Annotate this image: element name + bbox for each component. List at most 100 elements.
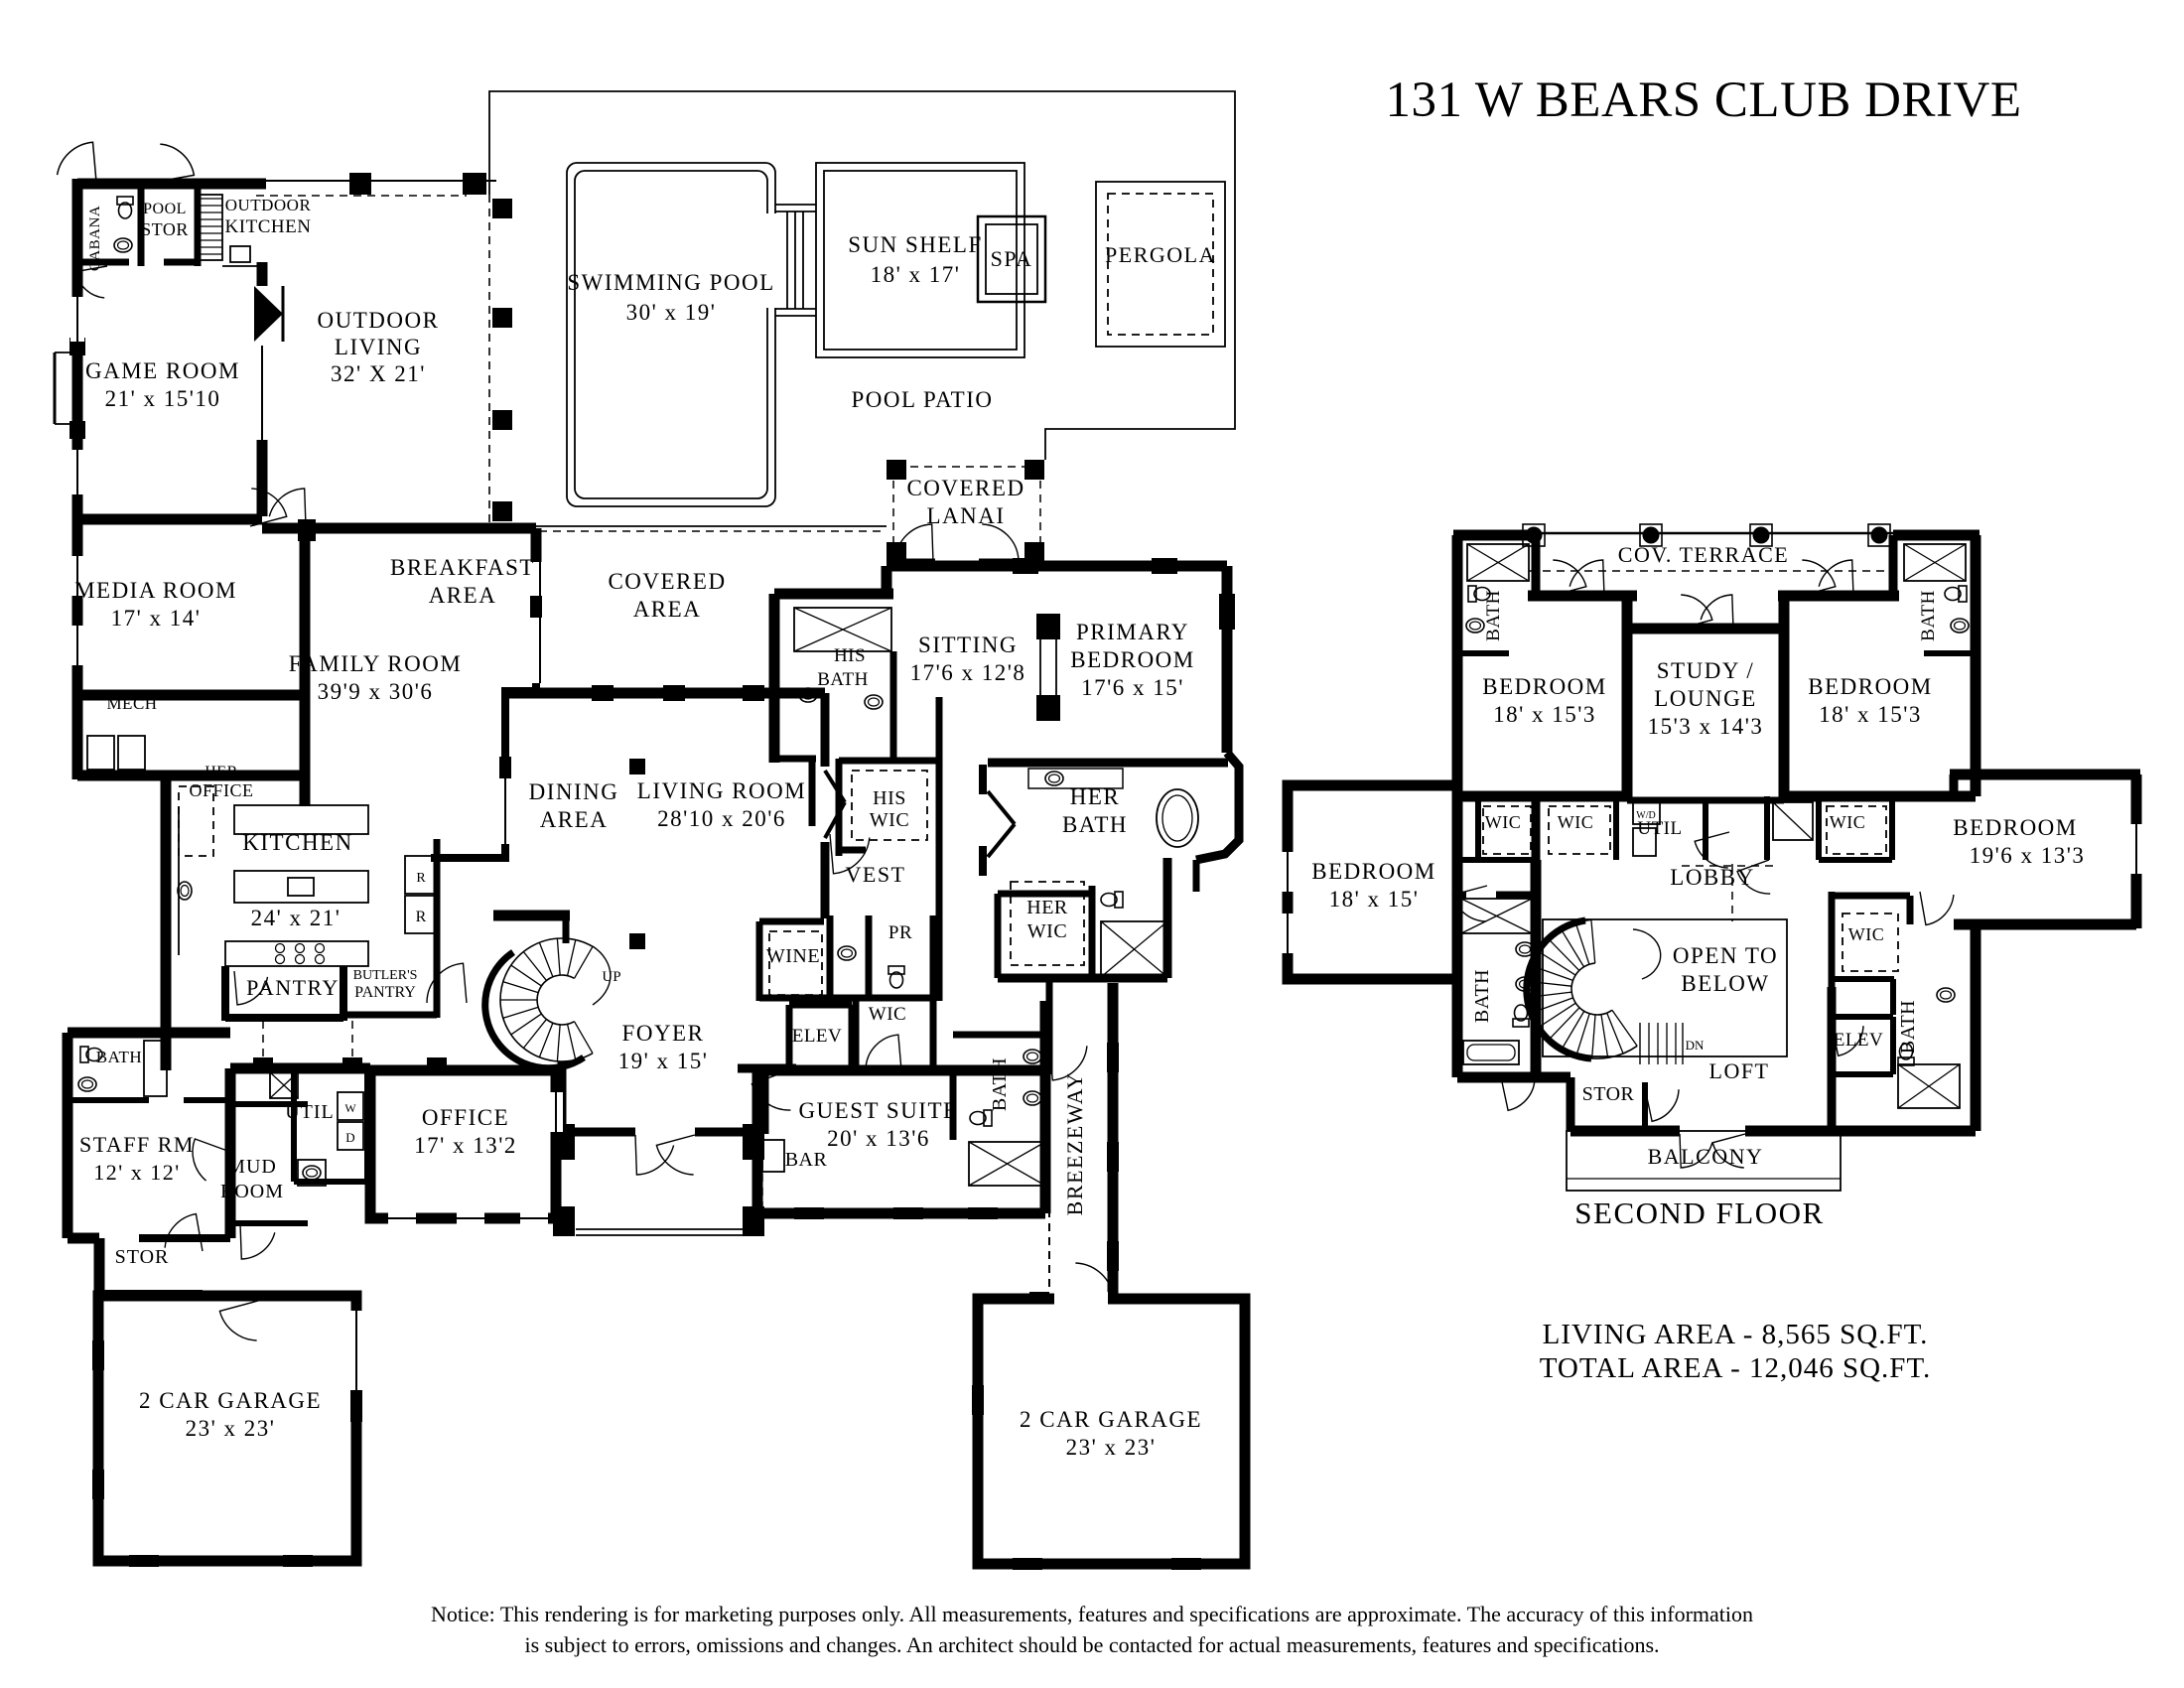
svg-text:23' x 23': 23' x 23' [186,1416,276,1441]
svg-text:AREA: AREA [429,583,497,608]
svg-text:BEDROOM: BEDROOM [1311,859,1436,884]
svg-text:PR: PR [888,922,912,943]
svg-text:21' x 15'10: 21' x 15'10 [105,386,221,411]
svg-text:MUD: MUD [227,1156,277,1178]
svg-text:SUN SHELF: SUN SHELF [848,232,983,257]
svg-text:30' x 19': 30' x 19' [626,300,717,325]
svg-text:OFFICE: OFFICE [422,1105,509,1130]
svg-text:17' x 14': 17' x 14' [111,606,202,631]
svg-text:COVERED: COVERED [906,476,1024,500]
svg-text:17'6 x 15': 17'6 x 15' [1081,675,1184,700]
svg-text:AREA: AREA [633,597,702,622]
svg-text:19' x 15': 19' x 15' [618,1049,709,1073]
svg-text:LOUNGE: LOUNGE [1654,686,1757,711]
svg-text:28'10 x 20'6: 28'10 x 20'6 [657,806,786,831]
svg-text:PANTRY: PANTRY [354,984,416,1001]
svg-text:LIVING ROOM: LIVING ROOM [637,778,806,803]
svg-text:BATH: BATH [1918,590,1939,641]
svg-text:BATH: BATH [1471,969,1493,1023]
svg-text:R: R [416,909,427,925]
svg-text:BATH: BATH [817,669,869,690]
svg-text:BEDROOM: BEDROOM [1953,815,2078,840]
svg-text:20' x 13'6: 20' x 13'6 [827,1126,930,1151]
svg-text:BATH: BATH [989,1057,1011,1111]
svg-text:OPEN TO: OPEN TO [1673,943,1778,968]
svg-text:MECH: MECH [106,694,157,713]
svg-text:SWIMMING POOL: SWIMMING POOL [567,270,774,295]
svg-text:39'9 x 30'6: 39'9 x 30'6 [318,679,434,704]
svg-text:HER: HER [205,764,238,780]
svg-text:TOTAL AREA - 12,046 SQ.FT.: TOTAL AREA - 12,046 SQ.FT. [1540,1352,1932,1384]
svg-text:LANAI: LANAI [926,503,1005,528]
svg-text:WIC: WIC [869,1004,906,1025]
svg-text:SPA: SPA [991,246,1033,271]
svg-text:STAFF RM: STAFF RM [79,1132,195,1157]
svg-text:SITTING: SITTING [918,633,1018,657]
svg-text:WIC: WIC [870,809,909,831]
svg-text:OUTDOOR: OUTDOOR [318,308,440,333]
svg-text:DN: DN [1686,1038,1705,1053]
svg-text:12' x 12': 12' x 12' [93,1160,180,1185]
svg-text:GAME ROOM: GAME ROOM [85,358,240,383]
svg-text:17'6 x 12'8: 17'6 x 12'8 [910,660,1026,685]
svg-text:18' x 15'3: 18' x 15'3 [1819,702,1922,727]
svg-text:CABANA: CABANA [87,206,103,271]
svg-text:FOYER: FOYER [622,1021,705,1046]
svg-text:POOL PATIO: POOL PATIO [851,387,993,412]
svg-text:HER: HER [1026,897,1068,918]
svg-text:MEDIA ROOM: MEDIA ROOM [74,578,237,603]
svg-text:COVERED: COVERED [608,569,726,594]
svg-text:19'6 x 13'3: 19'6 x 13'3 [1970,843,2086,868]
svg-text:WIC: WIC [1830,812,1866,832]
svg-text:STUDY /: STUDY / [1657,658,1754,683]
svg-text:UP: UP [602,969,620,985]
svg-text:18' x 15'3: 18' x 15'3 [1493,702,1596,727]
svg-text:BEDROOM: BEDROOM [1808,674,1933,699]
svg-text:KITCHEN: KITCHEN [225,216,312,237]
svg-text:BAR: BAR [785,1149,828,1171]
svg-text:STOR: STOR [141,219,189,239]
svg-text:LOFT: LOFT [1709,1058,1770,1083]
svg-text:BATH: BATH [96,1048,142,1066]
svg-text:24' x 21': 24' x 21' [251,906,341,930]
svg-text:SECOND FLOOR: SECOND FLOOR [1574,1196,1824,1230]
svg-text:BATH: BATH [1897,1000,1919,1054]
svg-text:WIC: WIC [1558,812,1594,832]
svg-text:2 CAR GARAGE: 2 CAR GARAGE [1020,1407,1202,1432]
svg-text:32' X 21': 32' X 21' [331,361,426,386]
svg-text:LIVING: LIVING [335,335,422,359]
svg-text:POOL: POOL [143,201,187,217]
svg-text:Notice: This rendering is for: Notice: This rendering is for marketing … [431,1602,1753,1626]
svg-text:LIVING AREA - 8,565 SQ.FT.: LIVING AREA - 8,565 SQ.FT. [1543,1319,1929,1350]
svg-text:UTIL: UTIL [1637,818,1682,839]
svg-text:LOBBY: LOBBY [1670,865,1754,890]
svg-text:WIC: WIC [1848,924,1885,944]
svg-text:R: R [416,871,426,886]
svg-text:BATH: BATH [1062,812,1128,837]
svg-text:WIC: WIC [1485,812,1522,832]
svg-text:2 CAR GARAGE: 2 CAR GARAGE [139,1388,322,1413]
svg-text:OFFICE: OFFICE [189,780,253,800]
svg-text:ROOM: ROOM [220,1181,284,1202]
svg-text:BREAKFAST: BREAKFAST [390,555,535,580]
svg-text:BEDROOM: BEDROOM [1482,674,1607,699]
svg-text:PRIMARY: PRIMARY [1076,620,1189,644]
svg-text:ELEV: ELEV [792,1026,843,1047]
svg-text:FAMILY ROOM: FAMILY ROOM [289,651,463,676]
svg-text:WINE: WINE [766,945,820,967]
svg-text:BATH: BATH [1483,590,1504,641]
svg-text:BELOW: BELOW [1681,971,1769,996]
svg-text:UTIL: UTIL [285,1101,335,1123]
svg-text:BUTLER'S: BUTLER'S [353,968,418,983]
svg-text:is subject to errors, omission: is subject to errors, omissions and chan… [524,1632,1659,1657]
svg-text:WIC: WIC [1027,920,1067,942]
svg-text:131 W BEARS CLUB DRIVE: 131 W BEARS CLUB DRIVE [1385,72,2021,128]
svg-text:PANTRY: PANTRY [246,975,340,1000]
svg-text:15'3 x 14'3: 15'3 x 14'3 [1648,714,1764,739]
svg-text:W/D: W/D [1636,810,1655,821]
svg-text:23' x 23': 23' x 23' [1066,1435,1157,1460]
svg-text:ELEV: ELEV [1834,1030,1884,1051]
svg-text:GUEST SUITE: GUEST SUITE [798,1098,958,1123]
svg-text:OUTDOOR: OUTDOOR [225,196,312,214]
svg-text:STOR: STOR [1582,1083,1635,1105]
